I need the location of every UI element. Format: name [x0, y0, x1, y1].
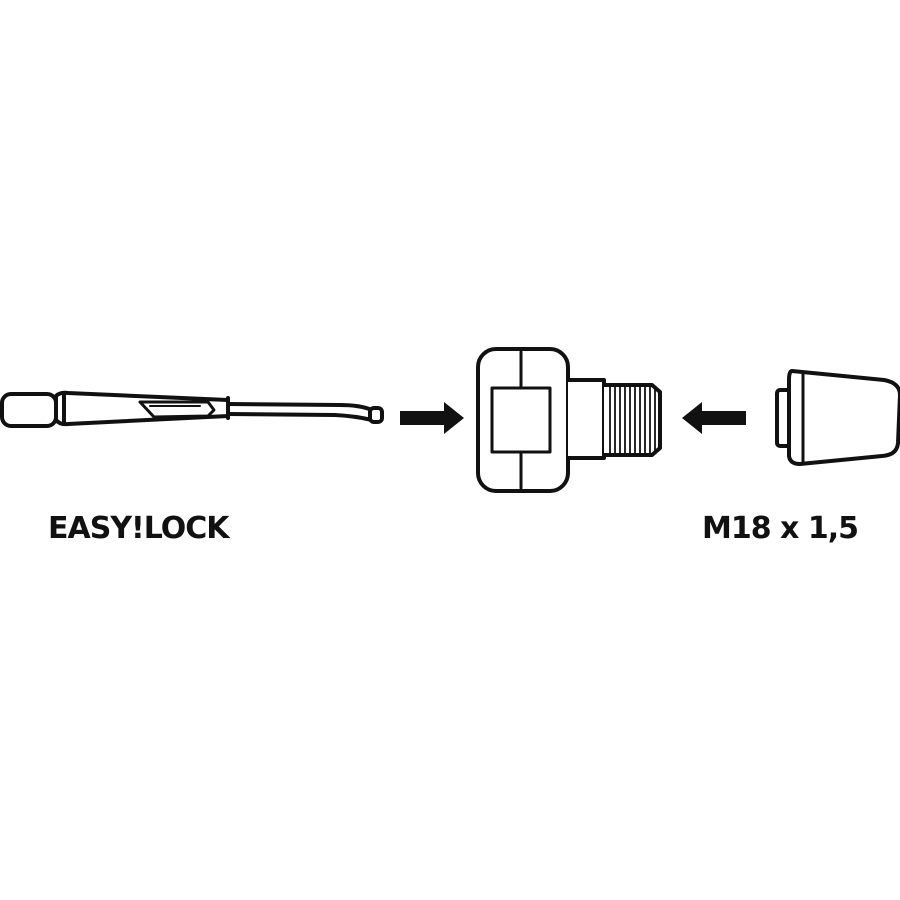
- arrow-right-icon: [400, 402, 464, 434]
- arrow-left-icon: [682, 402, 746, 434]
- cap-icon: [775, 369, 900, 466]
- easylock-label: EASY!LOCK: [48, 511, 230, 546]
- adapter-icon: [476, 347, 662, 493]
- thread-size-label: M18 x 1,5: [702, 511, 859, 546]
- spray-lance-icon: [0, 390, 384, 428]
